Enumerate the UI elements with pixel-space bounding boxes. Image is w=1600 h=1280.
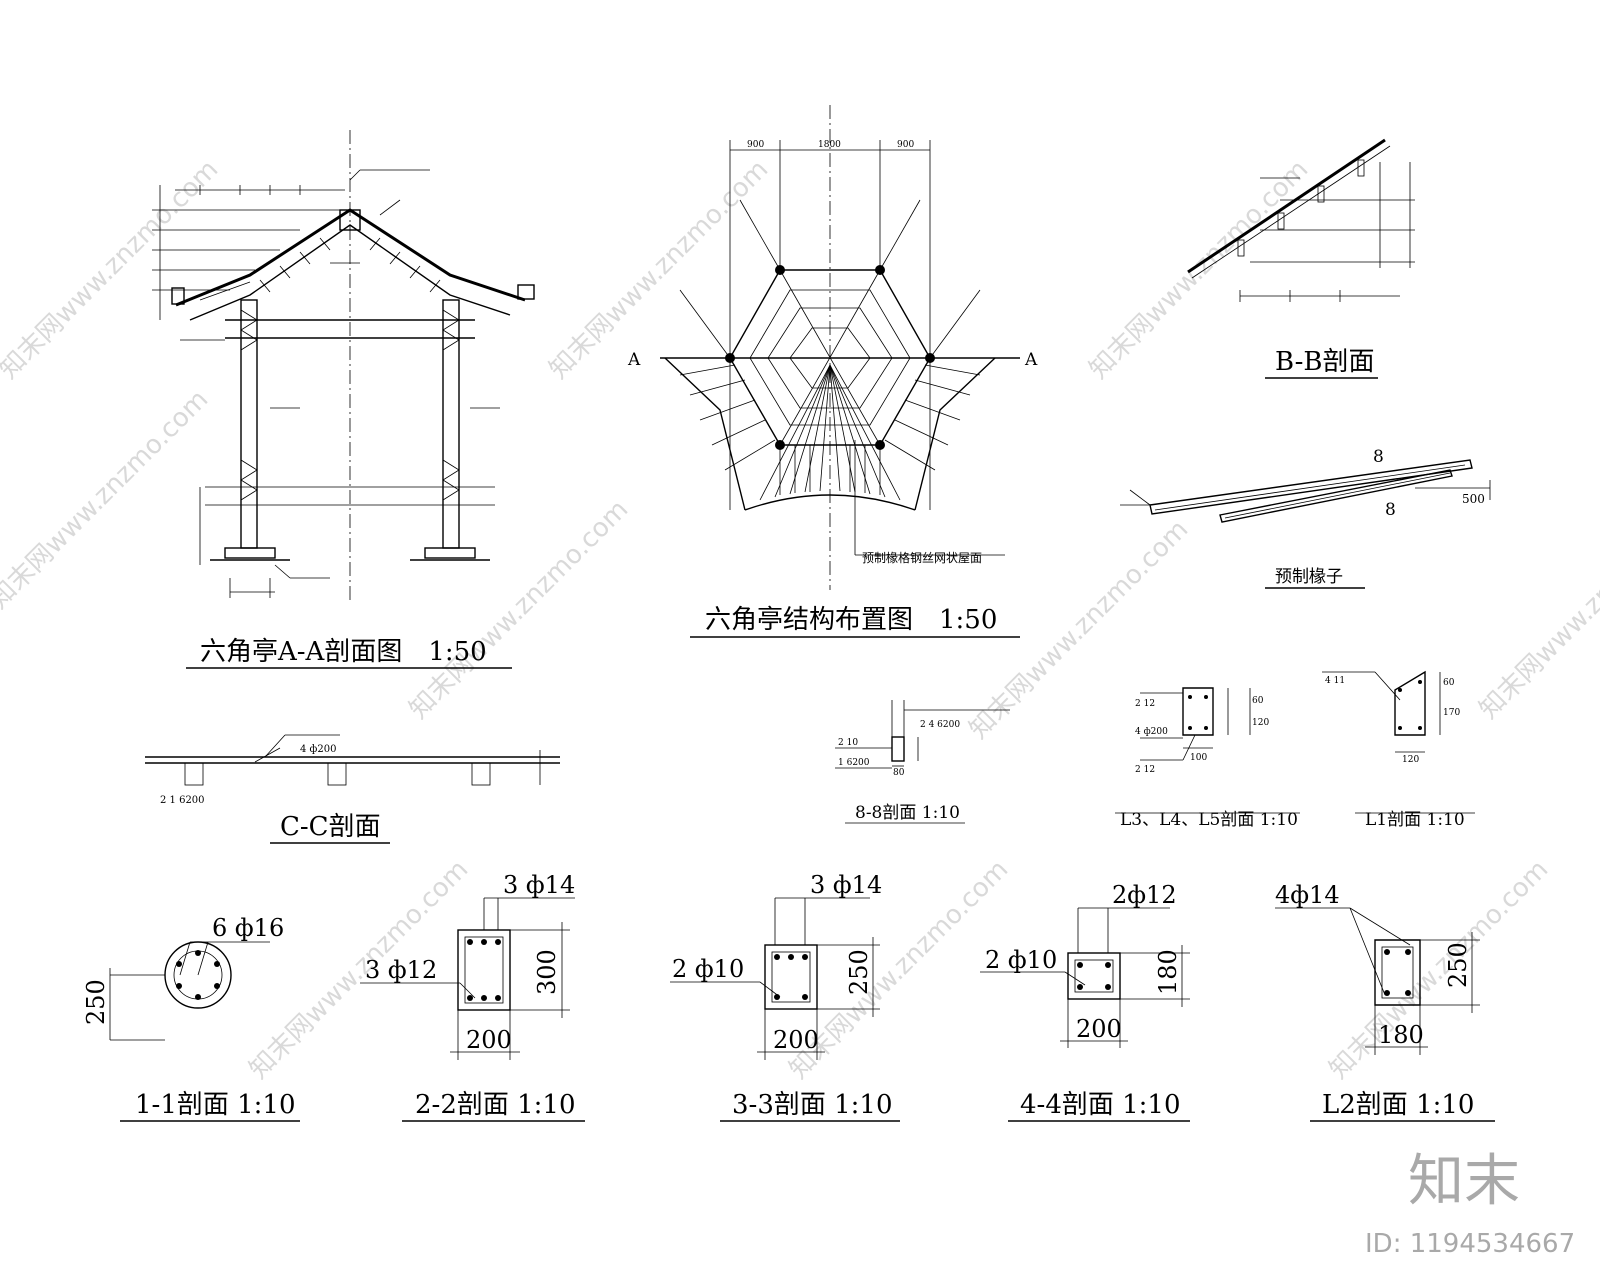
aa-section-drawing: 六角亭A-A剖面图 1:50: [152, 130, 535, 669]
watermark: 知末网www.znzmo.com: [404, 494, 635, 725]
s44-height: 180: [1154, 949, 1182, 995]
s33-width: 200: [773, 1026, 819, 1054]
l345-h1: 60: [1252, 696, 1264, 706]
bb-section-drawing: B-B剖面: [1187, 138, 1415, 379]
column-dot: [875, 440, 885, 450]
s33-height: 250: [845, 949, 873, 995]
l2-top-rebar: 4ф14: [1275, 881, 1340, 909]
s22-drawing: 3 ф14 3 ф12 300 200 2-2剖面 1:10: [360, 871, 585, 1122]
plan-dim-left: 900: [747, 140, 764, 150]
s11-drawing: 6 ф16 250 1-1剖面 1:10: [82, 914, 300, 1122]
l1-drawing: 4 11 60 170 120 L1剖面 1:10: [1322, 670, 1475, 830]
rafter-mark-bottom: 8: [1385, 500, 1396, 520]
plan-roof-note: 预制椽格钢丝网状屋面: [862, 550, 982, 565]
s88-title: 8-8剖面 1:10: [855, 803, 960, 823]
l345-title: L3、L4、L5剖面 1:10: [1120, 810, 1298, 830]
column-dot: [875, 265, 885, 275]
s33-drawing: 3 ф14 2 ф10 250 200 3-3剖面 1:10: [670, 871, 900, 1122]
bb-section-title: B-B剖面: [1275, 347, 1374, 377]
cc-rebar: 2 1 6200: [160, 795, 205, 806]
s44-drawing: 2ф12 2 ф10 180 200 4-4剖面 1:10: [980, 881, 1190, 1122]
s88-rebar-2: 2 10: [838, 738, 858, 748]
s22-top-rebar: 3 ф14: [503, 871, 575, 899]
s33-title: 3-3剖面 1:10: [732, 1090, 893, 1120]
l345-top-rebar: 2 12: [1135, 699, 1155, 709]
section-mark-a-left: A: [627, 350, 641, 370]
l1-h1: 60: [1443, 678, 1455, 688]
l345-width: 100: [1190, 753, 1207, 763]
column-dot: [925, 353, 935, 363]
precast-rafter-title: 预制椽子: [1275, 567, 1343, 587]
roof-hatch: [259, 237, 441, 293]
rafter-mark-top: 8: [1373, 447, 1384, 467]
watermark: 知末网www.znzmo.com: [0, 384, 214, 615]
l2-width: 180: [1378, 1021, 1424, 1049]
s33-top-rebar: 3 ф14: [810, 871, 882, 899]
watermark: 知末网www.znzmo.com: [244, 854, 475, 1085]
plan-dim-right: 900: [897, 140, 914, 150]
s22-height: 300: [533, 949, 561, 995]
aa-section-title: 六角亭A-A剖面图 1:50: [200, 637, 487, 667]
s44-side-rebar: 2 ф10: [985, 946, 1057, 974]
l1-width: 120: [1402, 755, 1419, 765]
l345-bot-rebar: 2 12: [1135, 765, 1155, 775]
section-mark-a-right: A: [1024, 350, 1038, 370]
column-dot: [725, 353, 735, 363]
s44-title: 4-4剖面 1:10: [1020, 1090, 1181, 1120]
s44-top-rebar: 2ф12: [1112, 881, 1177, 909]
s22-side-rebar: 3 ф12: [365, 956, 437, 984]
s11-height: 250: [82, 979, 110, 1025]
roof-fan-lines: [679, 364, 981, 501]
l345-h2: 120: [1252, 718, 1269, 728]
column-dot: [775, 440, 785, 450]
s22-title: 2-2剖面 1:10: [415, 1090, 576, 1120]
l2-title: L2剖面 1:10: [1322, 1090, 1474, 1120]
l1-h2: 170: [1443, 708, 1460, 718]
precast-rafter-drawing: 8 8 500 预制椽子: [1120, 447, 1491, 589]
watermark: 知末网www.znzmo.com: [1324, 854, 1555, 1085]
cc-note: 4 ф200: [300, 744, 336, 755]
s88-rebar-1: 2 4 6200: [920, 720, 960, 730]
column-dot: [775, 265, 785, 275]
s88-width: 80: [893, 768, 905, 778]
l1-top-rebar: 4 11: [1325, 676, 1345, 686]
s11-title: 1-1剖面 1:10: [135, 1090, 296, 1120]
brand-logo: 知末: [1408, 1149, 1520, 1214]
rafter-length: 500: [1462, 492, 1485, 506]
cc-section-drawing: 4 ф200 2 1 6200 C-C剖面: [145, 734, 560, 844]
cc-section-title: C-C剖面: [280, 812, 381, 842]
s88-drawing: 2 4 6200 2 10 1 6200 80 8-8剖面 1:10: [835, 700, 1010, 824]
watermark: 知末网www.znzmo.com: [544, 154, 775, 385]
l2-height: 250: [1444, 942, 1472, 988]
s88-rebar-3: 1 6200: [838, 758, 870, 768]
s33-side-rebar: 2 ф10: [672, 955, 744, 983]
brand-id: ID: 1194534667: [1365, 1229, 1575, 1259]
column-hatch: [240, 309, 460, 501]
brand-block: 知末 ID: 1194534667: [1365, 1149, 1575, 1259]
layout-plan-title: 六角亭结构布置图 1:50: [705, 605, 997, 635]
l345-mid-rebar: 4 ф200: [1135, 727, 1168, 737]
plan-dim-mid: 1800: [818, 140, 841, 150]
watermark: 知末网www.znzmo.com: [1474, 494, 1600, 725]
s44-width: 200: [1076, 1015, 1122, 1043]
l345-drawing: 2 12 4 ф200 2 12 60 120 100 L3、L4、L5剖面 1…: [1115, 687, 1300, 830]
s22-width: 200: [466, 1026, 512, 1054]
l1-title: L1剖面 1:10: [1365, 810, 1465, 830]
l2-drawing: 4ф14 250 180 L2剖面 1:10: [1275, 881, 1495, 1122]
s11-rebar: 6 ф16: [212, 914, 284, 942]
layout-plan-drawing: 900 1800 900 A A: [627, 105, 1038, 638]
